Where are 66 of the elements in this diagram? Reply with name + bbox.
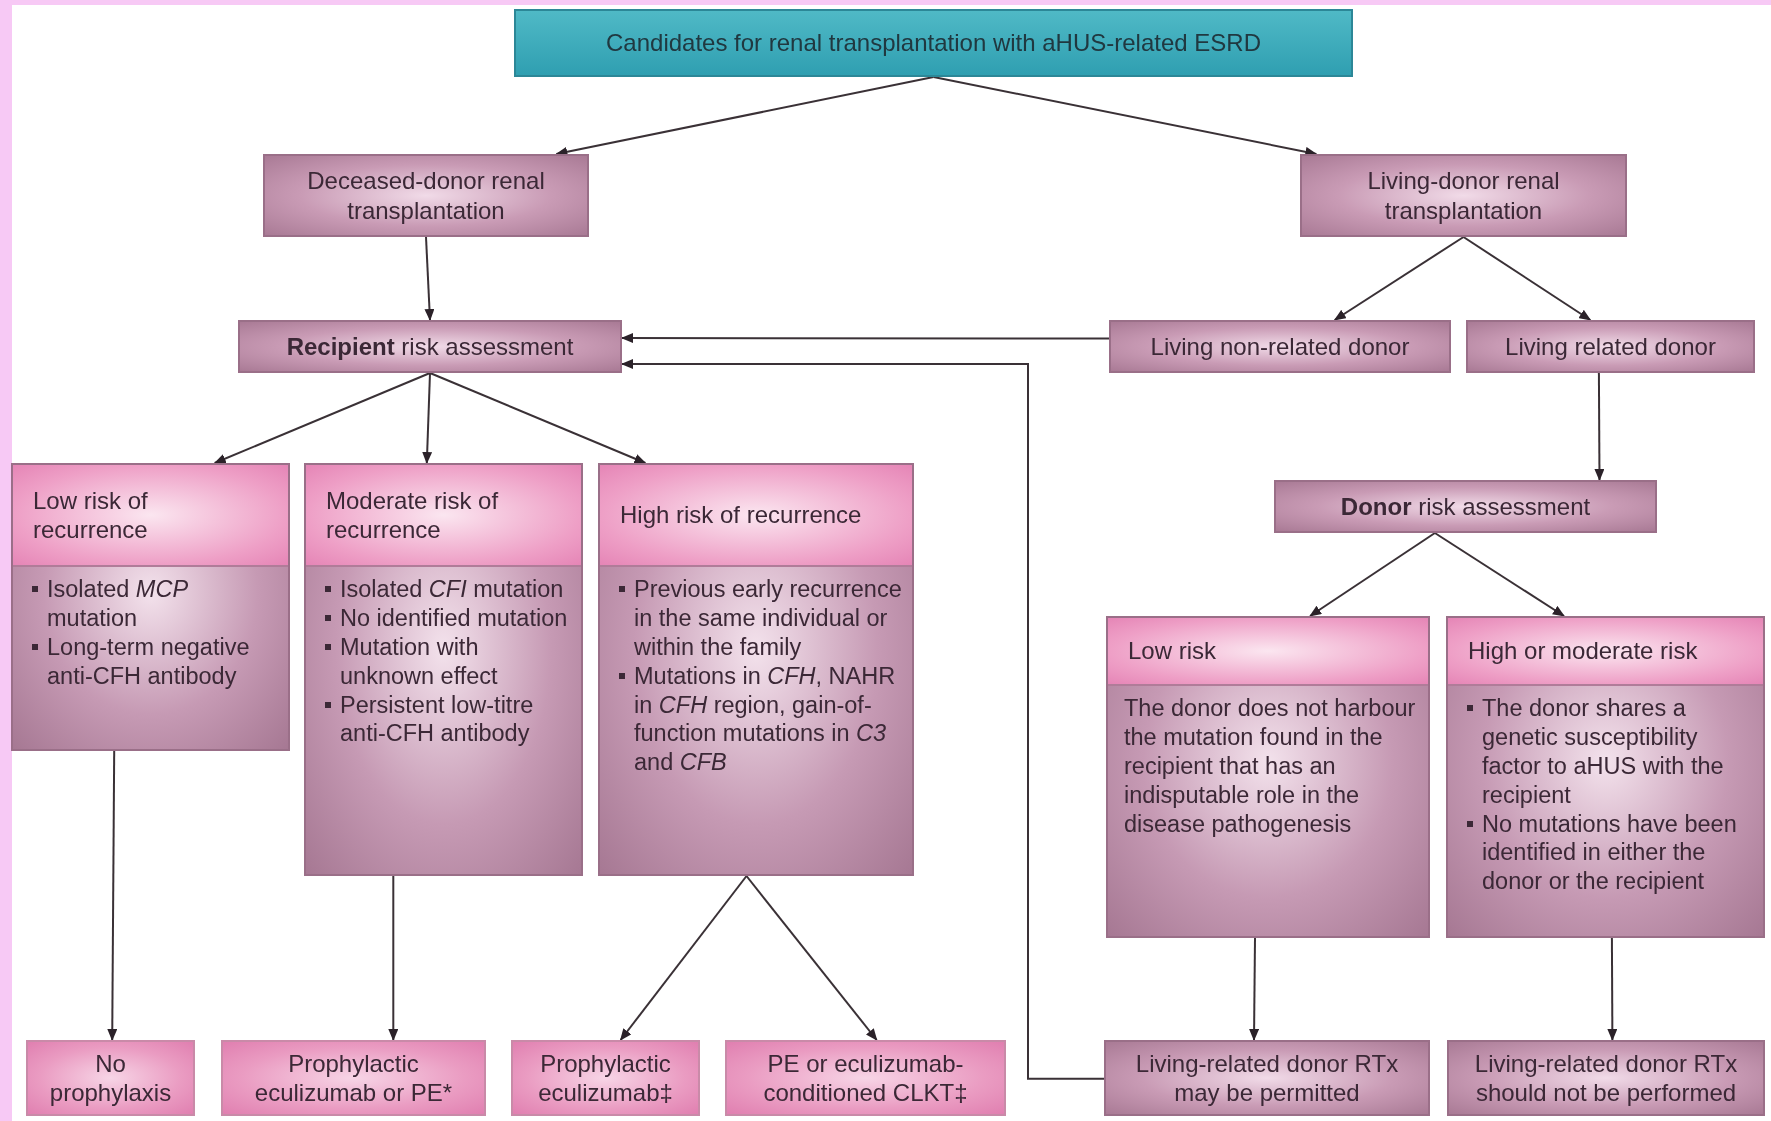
- box-label: Deceased-donor renal transplantation: [306, 166, 546, 225]
- bullet-item: Persistent low-titre anti-CFH antibody: [322, 690, 573, 749]
- outcome-box: [26, 1040, 195, 1116]
- bullet-item: No identified mutation: [322, 603, 573, 633]
- arrow: [1462, 236, 1592, 321]
- arrow: [213, 372, 431, 464]
- box-label: PE or eculizumab-conditioned CLKT‡: [762, 1048, 969, 1108]
- outcome-box: [221, 1040, 486, 1116]
- box-label: Living non-related donor: [1150, 331, 1410, 362]
- box-label: Prophylactic eculizumab or PE*: [253, 1048, 454, 1108]
- outcome-box: [725, 1040, 1006, 1116]
- process-box: [1466, 320, 1755, 373]
- box-label: Living related donor: [1505, 331, 1716, 362]
- bullet-item: Mutations in CFH, NAHR in CFH region, gain-of-function mutations in C3 and CFB: [616, 661, 904, 778]
- bullet-item: Mutation with unknown effect: [322, 632, 573, 691]
- arrow: [1594, 372, 1605, 481]
- card-heading: High or moderate risk: [1448, 618, 1763, 686]
- risk-card: [1106, 616, 1430, 938]
- card-text: The donor does not harbour the mutation found in the recipient that has an indisputable role in the disease pathogenesis: [1124, 694, 1417, 839]
- arrow: [1607, 937, 1618, 1041]
- risk-card: [11, 463, 290, 751]
- arrow: [621, 333, 1110, 343]
- box-label: Prophylactic eculizumab‡: [537, 1048, 674, 1108]
- bullet-item: Long-term negative anti-CFH antibody: [29, 632, 280, 691]
- outcome-box: [511, 1040, 700, 1116]
- box-label: Recipient risk assessment: [286, 331, 574, 362]
- arrow: [1249, 937, 1260, 1041]
- arrow: [619, 875, 748, 1041]
- card-heading: Low risk of recurrence: [13, 465, 288, 567]
- start-box: [514, 9, 1353, 77]
- bullet-item: Isolated CFI mutation: [322, 575, 573, 604]
- box-label: Candidates for renal transplantation with aHUS-related ESRD: [606, 28, 1261, 58]
- arrow: [621, 359, 1105, 1080]
- card-heading: Moderate risk of recurrence: [306, 465, 581, 567]
- arrow: [1333, 236, 1465, 321]
- risk-card: [598, 463, 914, 876]
- bullet-item: Isolated MCP mutation: [29, 575, 280, 633]
- bullet-item: The donor shares a genetic susceptibility factor to aHUS with the recipient: [1464, 694, 1755, 810]
- box-label: Living-related donor RTx may be permitted: [1134, 1048, 1400, 1108]
- box-label: Living-donor renal transplantation: [1366, 166, 1561, 225]
- process-box: [1447, 1040, 1765, 1116]
- box-label: Living-related donor RTx should not be performed: [1473, 1048, 1739, 1108]
- bullet-item: No mutations have been identified in either the donor or the recipient: [1464, 809, 1755, 897]
- process-box: [1300, 154, 1627, 237]
- card-heading: High risk of recurrence: [600, 465, 912, 567]
- arrow: [107, 750, 118, 1041]
- card-heading: Low risk: [1108, 618, 1428, 686]
- process-box: [238, 320, 622, 373]
- arrow: [422, 372, 433, 464]
- box-label: Donor risk assessment: [1340, 491, 1591, 522]
- arrow: [429, 372, 647, 464]
- arrow: [745, 875, 878, 1041]
- arrow: [1309, 532, 1436, 617]
- process-box: [1109, 320, 1451, 373]
- arrow: [388, 875, 399, 1041]
- risk-card: [1446, 616, 1765, 938]
- bullet-item: Previous early recurrence in the same individual or within the family: [616, 575, 904, 662]
- arrow: [424, 236, 435, 321]
- process-box: [263, 154, 589, 237]
- arrow: [932, 76, 1318, 157]
- arrow: [555, 76, 935, 157]
- arrow: [1433, 532, 1565, 617]
- process-box: [1274, 480, 1657, 533]
- process-box: [1104, 1040, 1430, 1116]
- box-label: No prophylaxis: [48, 1048, 173, 1108]
- risk-card: [304, 463, 583, 876]
